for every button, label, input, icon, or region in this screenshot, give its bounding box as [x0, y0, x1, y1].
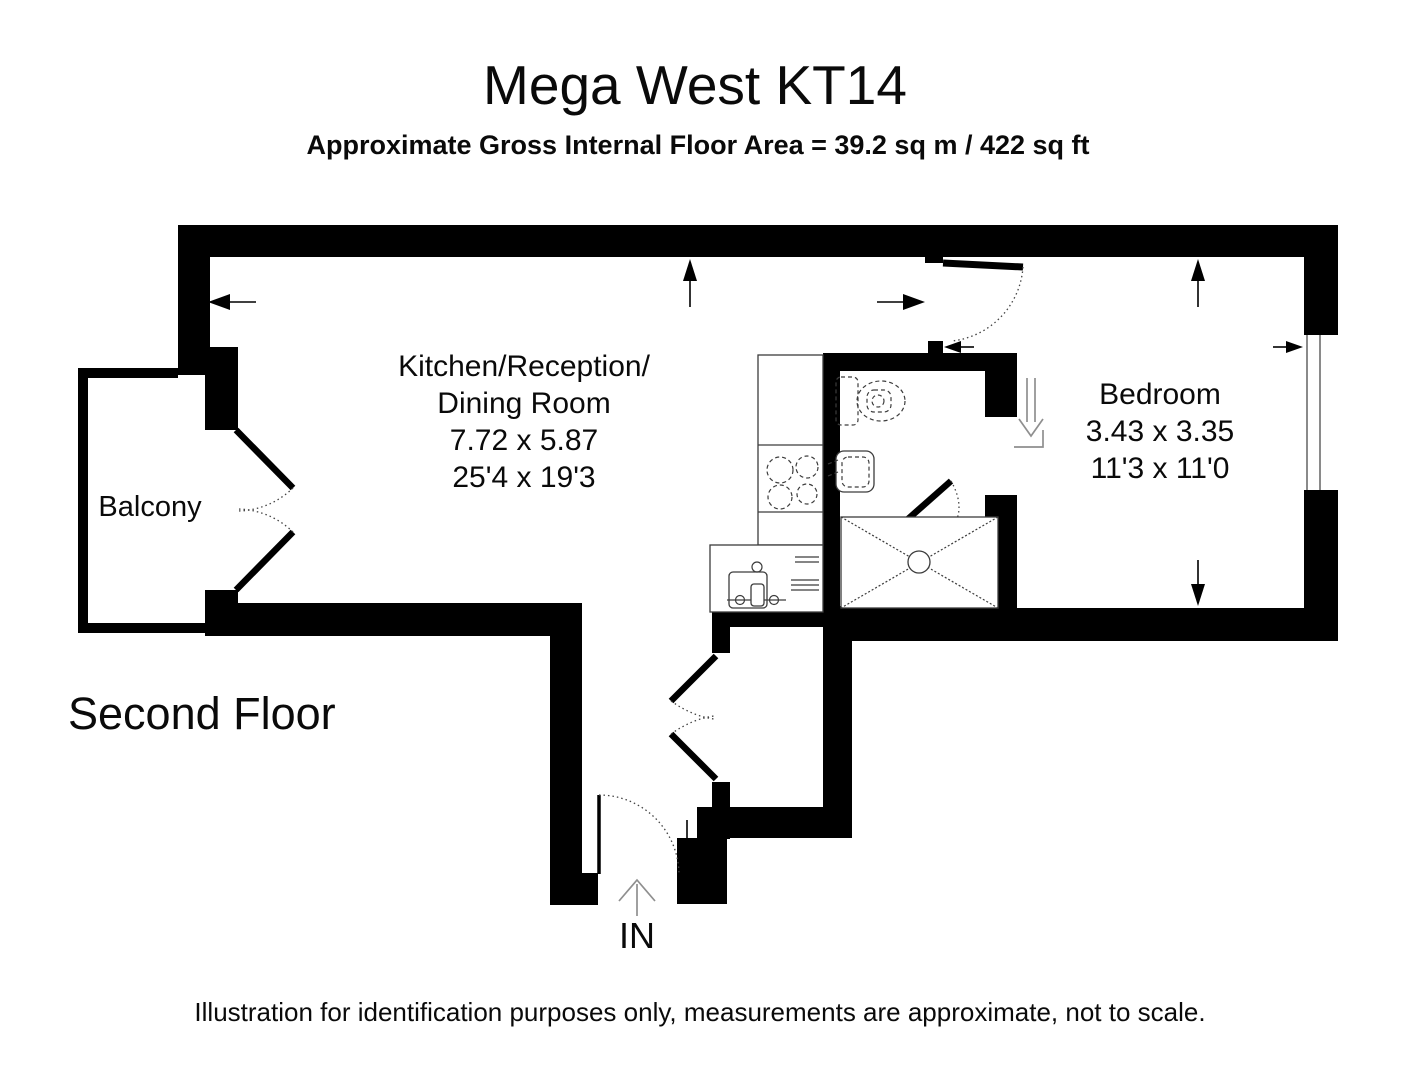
bedroom-window: [1306, 335, 1321, 490]
balcony-wall: [78, 368, 205, 633]
wall-right-lower: [1304, 490, 1338, 641]
wall-bathroom-top: [823, 353, 1017, 371]
bathroom-door: [905, 478, 960, 522]
page-title: Mega West KT14: [483, 54, 907, 116]
dim-arrow-left-doorjamb-icon: [944, 341, 974, 353]
room-size-metric: 3.43 x 3.35: [1086, 415, 1234, 448]
room-size-imperial: 11'3 x 11'0: [1091, 452, 1230, 485]
drainer-icon: [791, 556, 819, 591]
dimension-arrows: [208, 259, 1303, 871]
basin-tap: [827, 459, 839, 465]
hall-double-doors: [668, 653, 719, 782]
wall-closet-right: [823, 606, 852, 838]
wall-reception-bottom: [205, 603, 582, 636]
dim-arrow-right-icon: [877, 294, 925, 310]
wall-balcony-jamb-top: [205, 347, 238, 430]
dim-arrow-down-entrance-icon: [680, 820, 694, 871]
room-label-kitchen: Kitchen/Reception/ Dining Room 7.72 x 5.…: [398, 350, 650, 494]
floor-label: Second Floor: [68, 688, 336, 739]
bedroom-marker-icon: [1014, 378, 1044, 448]
dim-arrow-up-reception-icon: [683, 259, 697, 307]
entrance-door: [597, 794, 680, 876]
hob-icon: [766, 455, 819, 510]
entry-arrow-icon: [618, 878, 656, 916]
burner: [767, 484, 793, 510]
page-subtitle: Approximate Gross Internal Floor Area = …: [307, 130, 1090, 160]
door-leaf: [233, 427, 296, 491]
door-leaf: [233, 529, 296, 593]
door-leaf: [668, 731, 719, 782]
burner: [795, 455, 819, 479]
basin-icon: [827, 450, 875, 493]
burner: [796, 483, 818, 505]
room-label-balcony: Balcony: [98, 491, 202, 523]
room-label-bedroom: Bedroom 3.43 x 3.35 11'3 x 11'0: [1086, 378, 1234, 485]
basin-tap: [827, 471, 839, 477]
door-leaf: [905, 478, 954, 522]
door-swing-arc: [235, 487, 294, 512]
door-swing-arc: [670, 700, 715, 720]
balcony-french-doors: [233, 427, 296, 593]
shower-drain: [907, 550, 931, 574]
room-name: Dining Room: [437, 387, 610, 420]
burner: [766, 456, 794, 484]
basin-outer: [835, 450, 875, 493]
toilet-flush: [871, 394, 885, 408]
room-size-metric: 7.72 x 5.87: [450, 424, 598, 457]
wall-bottom-right: [823, 608, 1338, 641]
disclaimer: Illustration for identification purposes…: [194, 997, 1205, 1027]
tap-top: [751, 561, 763, 573]
wall-right-upper: [1304, 225, 1338, 335]
door-swing-arc: [598, 794, 680, 876]
door-swing-arc: [951, 266, 1024, 342]
door-swing-arc: [950, 480, 960, 520]
wall-left-upper: [178, 225, 210, 375]
room-name: Kitchen/Reception/: [398, 350, 650, 383]
door-swing-arc: [235, 508, 294, 533]
wall-bedroom-door-jamb-top: [925, 253, 943, 263]
bedroom-door: [942, 259, 1024, 342]
toilet-bowl: [856, 380, 906, 422]
toilet-cistern: [835, 376, 859, 426]
wall-kitchen-bottom: [712, 610, 823, 627]
dim-arrow-down-bedroom-icon: [1191, 560, 1205, 606]
door-swing-arc: [670, 715, 715, 735]
toilet-icon: [835, 376, 906, 426]
wall-entrance-right-block: [677, 838, 727, 904]
tap-handle: [734, 594, 746, 606]
counter-run: [757, 354, 824, 546]
wall-hall-bottom-stub: [550, 873, 598, 905]
shower-icon: [840, 516, 999, 609]
room-size-imperial: 25'4 x 19'3: [452, 461, 595, 494]
wall-hall-left: [550, 633, 582, 905]
wall-bathroom-right-upper: [985, 353, 1017, 417]
basin-inner: [841, 456, 870, 488]
room-name: Bedroom: [1099, 378, 1221, 411]
dim-arrow-up-bedroom-icon: [1191, 259, 1205, 307]
wall-top: [178, 225, 1338, 257]
wall-closet-left-top-stub: [712, 627, 730, 653]
entrance-label: IN: [619, 915, 655, 956]
dim-arrow-right-window-icon: [1273, 341, 1303, 353]
door-leaf: [668, 653, 719, 704]
wall-bedroom-door-jamb-bottom: [928, 341, 943, 354]
dim-arrow-left-icon: [208, 294, 256, 310]
sink-icon: [727, 561, 786, 609]
walls: [78, 225, 1338, 905]
door-leaf: [942, 259, 1024, 271]
wall-closet-left-bottom-stub: [712, 782, 730, 839]
tap-spout: [750, 583, 765, 607]
tap-handle: [768, 594, 780, 606]
toilet-seat: [866, 389, 892, 413]
